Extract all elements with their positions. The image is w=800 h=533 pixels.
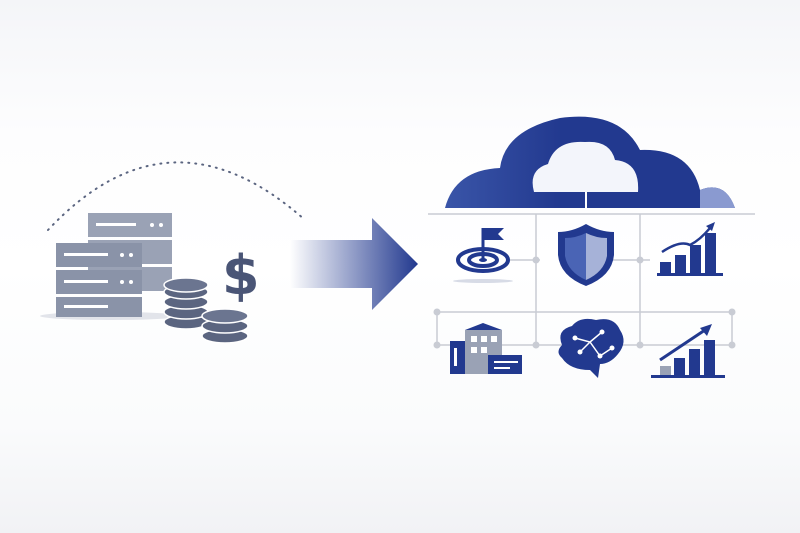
growth-chart-icon (657, 222, 723, 276)
target-flag-icon (453, 228, 513, 283)
growth-chart-icon (651, 324, 725, 378)
brain-network-icon (558, 318, 624, 378)
dotted-arc (47, 161, 306, 231)
server-stack-icon (40, 213, 180, 320)
dollar-sign-icon: $ (222, 244, 260, 307)
arrow-right-icon (290, 218, 418, 310)
cloud-icon (445, 116, 735, 210)
office-building-icon (450, 323, 522, 374)
shield-icon (558, 224, 614, 286)
coin-stack-icon (163, 277, 249, 344)
